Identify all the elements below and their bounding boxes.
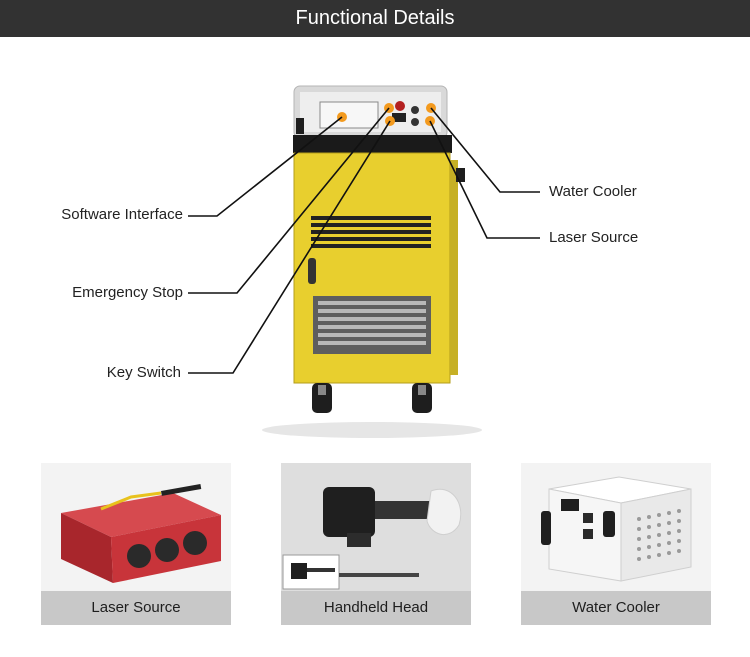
callout-emergency-stop: Emergency Stop <box>72 284 183 301</box>
card-caption: Handheld Head <box>281 591 471 625</box>
water-cooler-image <box>541 476 692 582</box>
card-handheld-head: Handheld Head <box>281 463 471 625</box>
handheld-head-image <box>281 463 471 591</box>
laser-cleaning-machine-image <box>188 85 540 438</box>
callout-key-switch: Key Switch <box>106 364 181 381</box>
laser-source-image <box>61 484 221 583</box>
page-title: Functional Details <box>295 7 455 29</box>
card-caption: Laser Source <box>41 591 231 625</box>
card-laser-source: Laser Source <box>41 463 231 625</box>
card-caption: Water Cooler <box>521 591 711 625</box>
card-water-cooler: Water Cooler <box>521 463 711 625</box>
callout-water-cooler: Water Cooler <box>549 183 637 200</box>
page-header: Functional Details <box>0 0 750 37</box>
callout-laser-source: Laser Source <box>549 229 639 246</box>
callout-software-interface: Software Interface <box>61 206 183 223</box>
